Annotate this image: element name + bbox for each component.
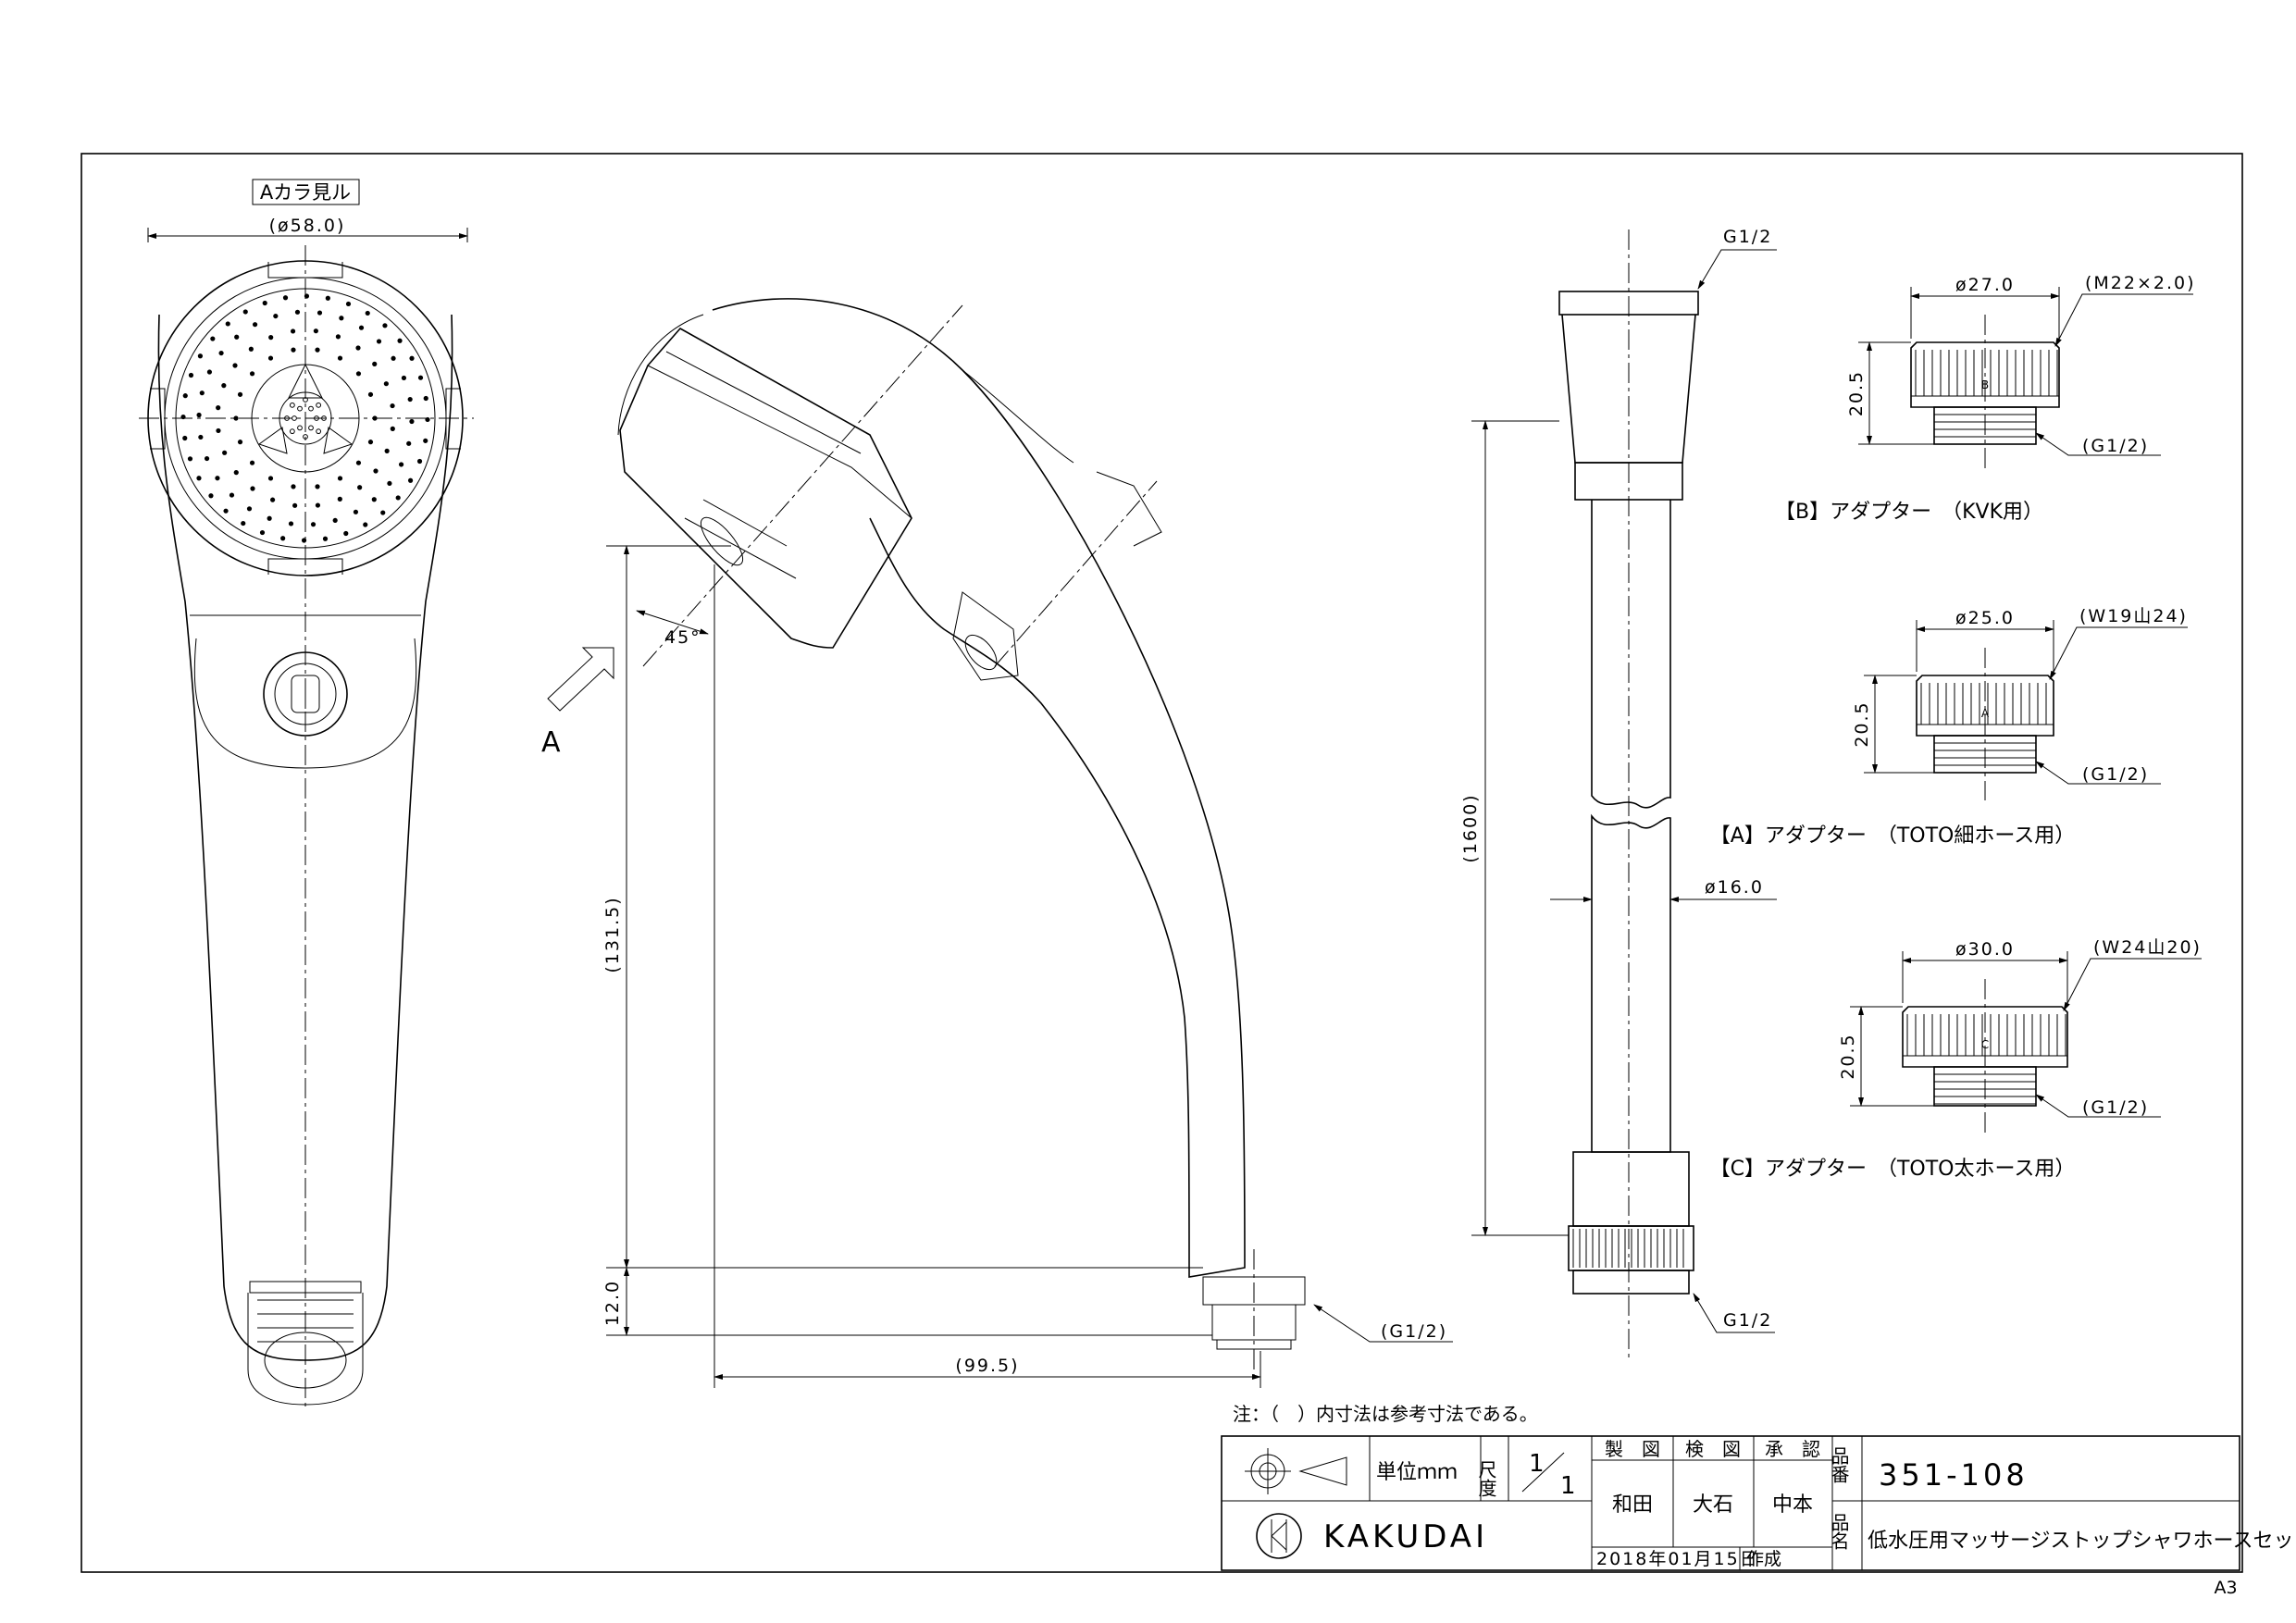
view-arrow <box>547 647 614 712</box>
bottom-dim: 12.0 <box>602 1280 623 1326</box>
adapter-thread-dim: (W24山20) <box>2093 937 2202 958</box>
unit-label: 単位ｍｍ <box>1376 1461 1458 1484</box>
adapter-bottom-thread: (G1/2) <box>2082 764 2149 785</box>
made-label: 作成 <box>1746 1549 1781 1569</box>
adapter-title: 【B】アダプター （KVK用） <box>1775 501 2043 524</box>
projection-symbol-icon <box>1245 1448 1347 1494</box>
date: 2018年01月15日 <box>1596 1549 1759 1569</box>
adapter-dia-dim: ø27.0 <box>1955 275 2015 295</box>
view-label: Aカラ見ル <box>260 181 351 204</box>
header-check: 検 図 <box>1685 1438 1741 1460</box>
adapter-dia-dim: ø25.0 <box>1955 608 2015 628</box>
adapter-mark: C <box>1981 1038 1989 1051</box>
name-check: 大石 <box>1693 1493 1733 1517</box>
width-dim: (99.5) <box>955 1356 1019 1376</box>
view-label-box <box>252 179 360 205</box>
hose-length-dim: (1600) <box>1460 793 1481 862</box>
adapter-height-dim: 20.5 <box>1846 370 1867 416</box>
scale-den: 1 <box>1560 1472 1576 1500</box>
company-name: KAKUDAI <box>1323 1518 1488 1555</box>
scale-label: 尺度 <box>1475 1460 1497 1497</box>
part-name: 低水圧用マッサージストップシャワホースセット <box>1868 1530 2296 1553</box>
part-no-label: 品番 <box>1828 1446 1850 1483</box>
angle-dim: 45° <box>664 627 701 648</box>
adapter-a: ø25.0A 20.5 (W19山24) (G1/2) 【A】アダプター （TOTO細ホ… <box>1710 606 2188 848</box>
adapter-title: 【C】アダプター （TOTO太ホース用） <box>1710 1158 2076 1181</box>
kakudai-logo-icon <box>1256 1513 1302 1559</box>
hose-bottom-thread: G1/2 <box>1723 1310 1772 1331</box>
scale-num: 1 <box>1529 1450 1545 1478</box>
head-dia-dim: (ø58.0) <box>269 216 346 236</box>
adapter-dia-dim: ø30.0 <box>1955 939 2015 960</box>
drawing-border <box>81 153 2243 1573</box>
adapter-title: 【A】アダプター （TOTO細ホース用） <box>1710 824 2075 848</box>
adapter-mark: B <box>1981 378 1989 391</box>
header-draft: 製 図 <box>1605 1438 1660 1460</box>
side-view: A (131.5) 12.0 45° (99.5) (G1/2) <box>541 298 1453 1388</box>
height-dim: (131.5) <box>602 896 623 973</box>
adapter-thread-dim: (M22×2.0) <box>2085 273 2196 293</box>
name-approve: 中本 <box>1772 1493 1813 1517</box>
header-approve: 承 認 <box>1765 1438 1820 1460</box>
adapter-b: ø27.0B 20.5 (M22×2.0) (G1/2) 【B】アダプター （KVK用） <box>1775 273 2196 524</box>
part-no: 351-108 <box>1879 1457 2029 1493</box>
adapter-height-dim: 20.5 <box>1838 1033 1858 1079</box>
part-name-label: 品名 <box>1828 1513 1850 1550</box>
adapter-bottom-thread: (G1/2) <box>2082 436 2149 456</box>
sheet-size: A3 <box>2214 1578 2237 1598</box>
spray-holes <box>180 293 430 543</box>
adapter-mark: A <box>1981 707 1990 720</box>
name-draft: 和田 <box>1612 1493 1653 1517</box>
adapter-bottom-thread: (G1/2) <box>2082 1097 2149 1118</box>
thread-dim: (G1/2) <box>1381 1321 1447 1342</box>
adapter-height-dim: 20.5 <box>1852 700 1872 747</box>
hose-top-thread: G1/2 <box>1723 227 1772 247</box>
note: 注：（ ）内寸法は参考寸法である。 <box>1233 1403 1538 1425</box>
adapter-thread-dim: (W19山24) <box>2079 606 2188 626</box>
arrow-label: A <box>541 726 561 759</box>
hose-view: G1/2 G1/2 (1600) ø16.0 <box>1460 227 1777 1360</box>
front-view: Aカラ見ル (ø58.0) <box>139 179 474 1411</box>
adapters: ø27.0B 20.5 (M22×2.0) (G1/2) 【B】アダプター （KVK用）… <box>1710 273 2202 1181</box>
title-block: 単位ｍｍ 尺度 1 1 製 図 検 図 承 認 和田 大石 中本 KAKUDAI… <box>1221 1435 2296 1571</box>
hose-dia-dim: ø16.0 <box>1705 877 1764 898</box>
adapter-c: ø30.0C 20.5 (W24山20) (G1/2) 【C】アダプター （TOTO太ホ… <box>1710 937 2202 1181</box>
